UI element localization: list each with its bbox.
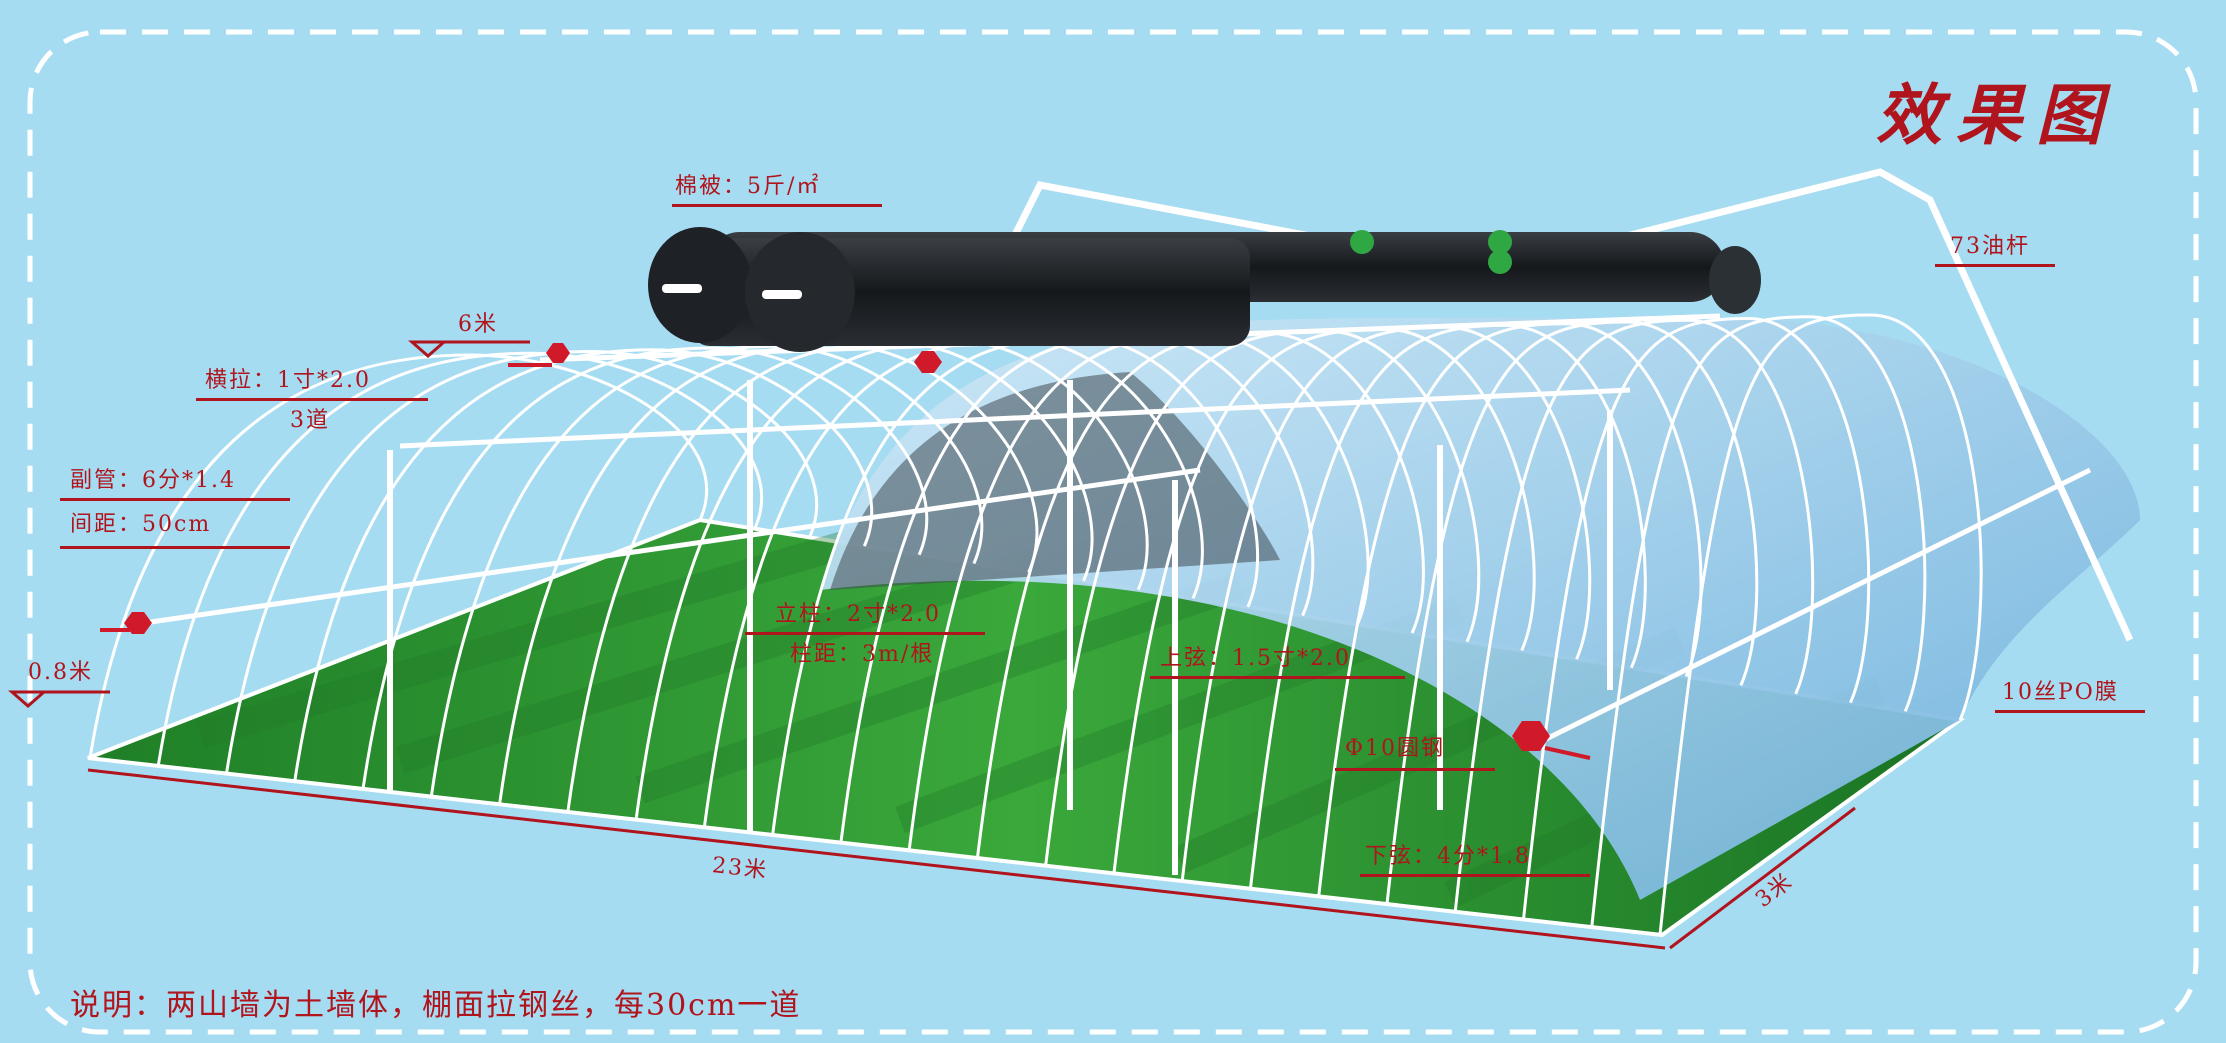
arch-rib: [88, 353, 709, 759]
caption-note: 说明：两山墙为土墙体，棚面拉钢丝，每30cm一道: [70, 988, 802, 1023]
dashed-border: [27, 29, 2199, 1035]
arch-rib: [1590, 315, 1927, 928]
label-lower-chord: 下弦：4分*1.8: [1365, 844, 1531, 869]
label-film: 10丝PO膜: [2002, 680, 2119, 705]
underline-column: [745, 632, 985, 635]
quilt-rolls: [648, 227, 1761, 352]
dimension-lines: [8, 340, 1856, 950]
arch-rib: [1453, 318, 1815, 913]
arch-rib: [1658, 313, 1983, 936]
label-column: 立柱：2寸*2.0: [775, 602, 941, 627]
arch-rib: [156, 351, 763, 766]
arch-rib: [361, 346, 929, 790]
underline-cross-pull: [196, 398, 428, 401]
underline-upper-chord: [1150, 676, 1405, 679]
label-zero8: 0.8米: [28, 660, 93, 685]
label-cross-count: 3道: [290, 408, 330, 433]
label-six-m: 6米: [458, 312, 498, 337]
underline-round-steel: [1335, 768, 1495, 771]
purlins: [129, 313, 2092, 745]
label-spacing: 间距：50cm: [70, 512, 212, 537]
label-quilt: 棉被：5斤/㎡: [675, 174, 821, 199]
label-column-spacing: 柱距：3m/根: [790, 642, 935, 667]
hex-fittings: [100, 343, 1591, 760]
underline-quilt: [672, 204, 882, 207]
arch-rib: [1521, 316, 1871, 920]
underline-oil-rod: [1935, 264, 2055, 267]
underline-spacing: [60, 546, 290, 549]
arch-rib: [429, 344, 984, 797]
label-oil-rod: 73油杆: [1950, 234, 2030, 259]
label-upper-chord: 上弦：1.5寸*2.0: [1160, 646, 1351, 671]
label-cross-pull: 横拉：1寸*2.0: [205, 368, 371, 393]
underline-film: [1995, 710, 2145, 713]
page-title: 效果图: [1876, 76, 2116, 154]
underline-sub-pipe: [60, 498, 290, 501]
label-length: 23米: [710, 853, 770, 884]
label-sub-pipe: 副管：6分*1.4: [70, 468, 236, 493]
arch-rib: [293, 348, 873, 782]
end-wall: [830, 372, 1280, 590]
label-round-steel: Φ10圆钢: [1345, 736, 1446, 761]
underline-lower-chord: [1360, 874, 1590, 877]
